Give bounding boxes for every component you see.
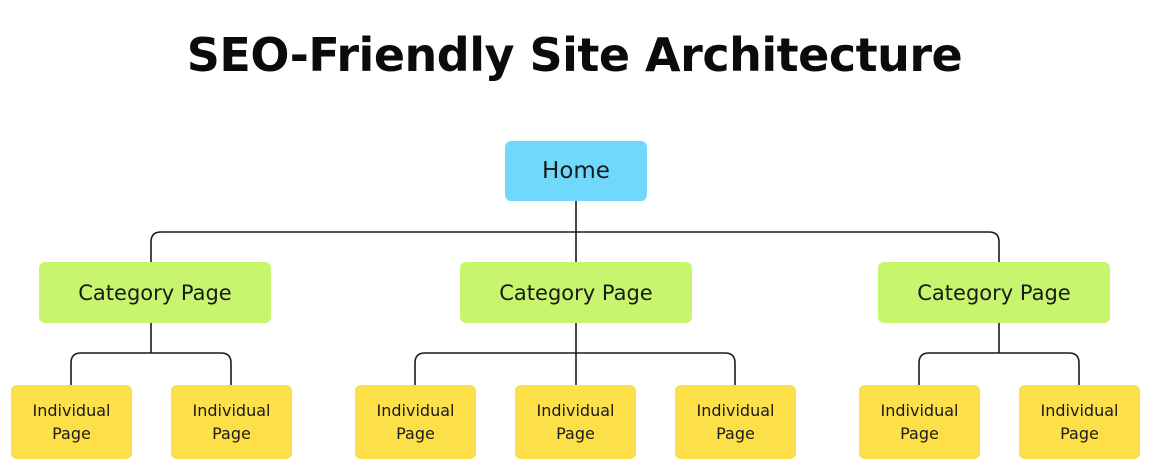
individual-page-label: Individual Page xyxy=(880,401,959,443)
individual-page-label: Individual Page xyxy=(696,401,775,443)
connector-home-branch xyxy=(150,231,1000,262)
individual-page-node: Individual Page xyxy=(675,385,796,459)
individual-page-label: Individual Page xyxy=(1040,401,1119,443)
individual-page-node: Individual Page xyxy=(171,385,292,459)
home-node: Home xyxy=(505,141,647,201)
category-node-label: Category Page xyxy=(917,280,1071,305)
individual-page-node: Individual Page xyxy=(11,385,132,459)
category-node-label: Category Page xyxy=(78,280,232,305)
connector-cat1-branch xyxy=(70,352,232,385)
home-node-label: Home xyxy=(542,158,610,184)
diagram-title: SEO-Friendly Site Architecture xyxy=(186,28,963,82)
category-node: Category Page xyxy=(39,262,271,323)
individual-page-node: Individual Page xyxy=(859,385,980,459)
category-node: Category Page xyxy=(878,262,1110,323)
connector-cat3-branch xyxy=(918,352,1080,385)
individual-page-label: Individual Page xyxy=(192,401,271,443)
individual-page-node: Individual Page xyxy=(515,385,636,459)
connector-cat2-branch xyxy=(414,352,736,385)
individual-page-label: Individual Page xyxy=(32,401,111,443)
individual-page-label: Individual Page xyxy=(536,401,615,443)
category-node: Category Page xyxy=(460,262,692,323)
category-node-label: Category Page xyxy=(499,280,653,305)
individual-page-node: Individual Page xyxy=(355,385,476,459)
individual-page-node: Individual Page xyxy=(1019,385,1140,459)
individual-page-label: Individual Page xyxy=(376,401,455,443)
